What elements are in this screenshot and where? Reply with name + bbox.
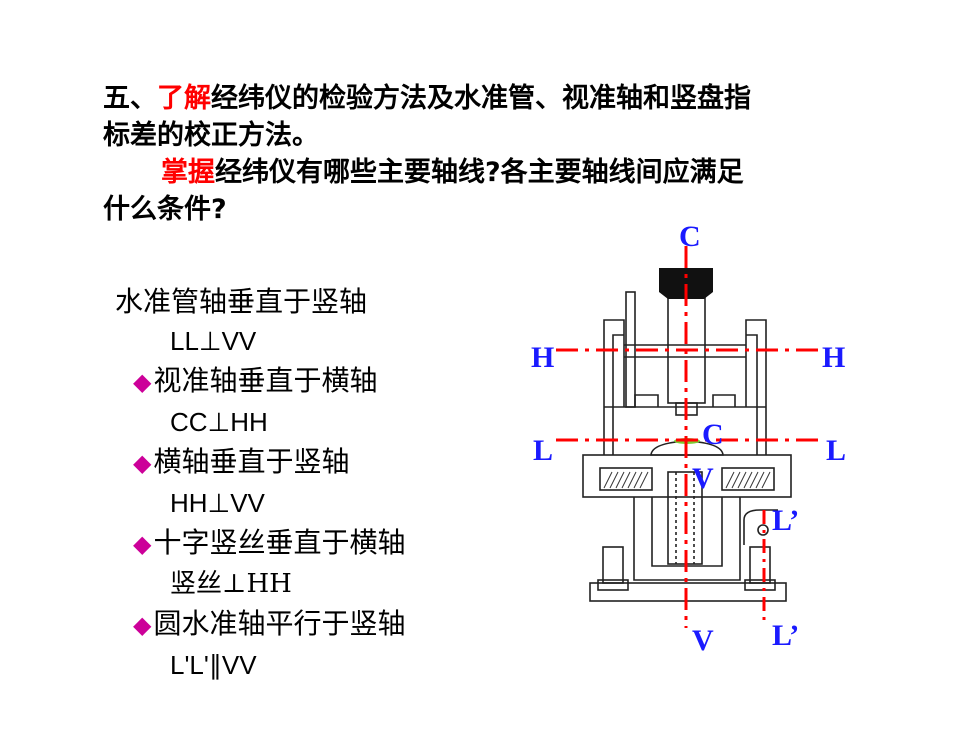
condition-4-formula: 竖丝⊥HH — [170, 568, 292, 599]
condition-2-label: 视准轴垂直于横轴 — [153, 364, 378, 397]
diamond-bullet-icon — [133, 449, 153, 477]
label-c-top: C — [679, 220, 701, 253]
label-lprime-bottom: L’ — [772, 619, 799, 652]
condition-1-text: 水准管轴垂直于竖轴 — [115, 282, 515, 322]
eyepiece-cap — [659, 268, 713, 299]
heading-line-4: 什么条件? — [103, 194, 227, 225]
right-standard-inner — [746, 334, 758, 455]
label-c-mid: C — [702, 418, 724, 451]
section-heading: 五、了解经纬仪的检验方法及水准管、视准轴和竖盘指 标差的校正方法。 掌握经纬仪有… — [103, 80, 903, 228]
condition-5-formula: L'L'∥VV — [170, 649, 257, 680]
label-l-right: L — [826, 434, 846, 467]
base-plate — [589, 582, 787, 602]
condition-2-formula: CC⊥HH — [170, 406, 268, 437]
left-foot-screw-head — [597, 579, 629, 591]
left-graduated-circle — [599, 467, 653, 491]
heading-line-1-text: 经纬仪的检验方法及水准管、视准轴和竖盘指 — [211, 83, 751, 114]
right-inner-frame — [712, 394, 736, 407]
condition-2-text: 视准轴垂直于横轴 — [115, 361, 515, 403]
right-standard-outer — [745, 319, 767, 455]
condition-5-label: 圆水准轴平行于竖轴 — [153, 607, 406, 640]
circle-hatching — [603, 471, 771, 489]
left-inner-frame — [634, 394, 659, 407]
label-h-right: H — [822, 341, 845, 374]
left-standard-inner — [612, 334, 624, 455]
left-foot-screw — [602, 546, 624, 584]
right-foot-screw — [749, 546, 771, 584]
condition-3-label: 横轴垂直于竖轴 — [153, 445, 350, 478]
circular-level-bubble — [757, 524, 769, 536]
condition-4-text: 十字竖丝垂直于横轴 — [115, 523, 515, 565]
condition-4-label: 十字竖丝垂直于横轴 — [153, 526, 406, 559]
heading-line-1: 五、了解经纬仪的检验方法及水准管、视准轴和竖盘指 — [103, 80, 903, 117]
heading-line-3-text: 经纬仪有哪些主要轴线?各主要轴线间应满足 — [215, 157, 744, 188]
label-v-bottom: V — [692, 624, 714, 657]
condition-5-text: 圆水准轴平行于竖轴 — [115, 604, 515, 646]
left-standard-outer — [603, 319, 625, 455]
label-lprime-top: L’ — [772, 504, 799, 537]
label-v-top: V — [692, 462, 714, 495]
heading-prefix: 五、 — [103, 83, 157, 114]
heading-line-3: 掌握经纬仪有哪些主要轴线?各主要轴线间应满足 — [103, 154, 903, 191]
axis-conditions-list: 水准管轴垂直于竖轴 LL⊥VV 视准轴垂直于横轴 CC⊥HH 横轴垂直于竖轴 H… — [115, 282, 515, 685]
condition-1-formula: LL⊥VV — [170, 325, 257, 356]
right-foot-screw-head — [744, 579, 776, 591]
heading-keyword-master: 掌握 — [161, 157, 215, 188]
heading-line-2: 标差的校正方法。 — [103, 120, 319, 151]
heading-keyword-understand: 了解 — [157, 83, 211, 114]
right-graduated-circle — [721, 467, 775, 491]
condition-3-text: 横轴垂直于竖轴 — [115, 442, 515, 484]
circular-level-bracket — [743, 509, 778, 545]
diamond-bullet-icon — [133, 611, 153, 639]
diamond-bullet-icon — [133, 368, 153, 396]
condition-1-label: 水准管轴垂直于竖轴 — [115, 285, 368, 318]
axis-lines — [556, 246, 820, 628]
label-l-left: L — [533, 434, 553, 467]
condition-3-formula: HH⊥VV — [170, 487, 265, 518]
label-h-left: H — [531, 341, 554, 374]
diamond-bullet-icon — [133, 530, 153, 558]
